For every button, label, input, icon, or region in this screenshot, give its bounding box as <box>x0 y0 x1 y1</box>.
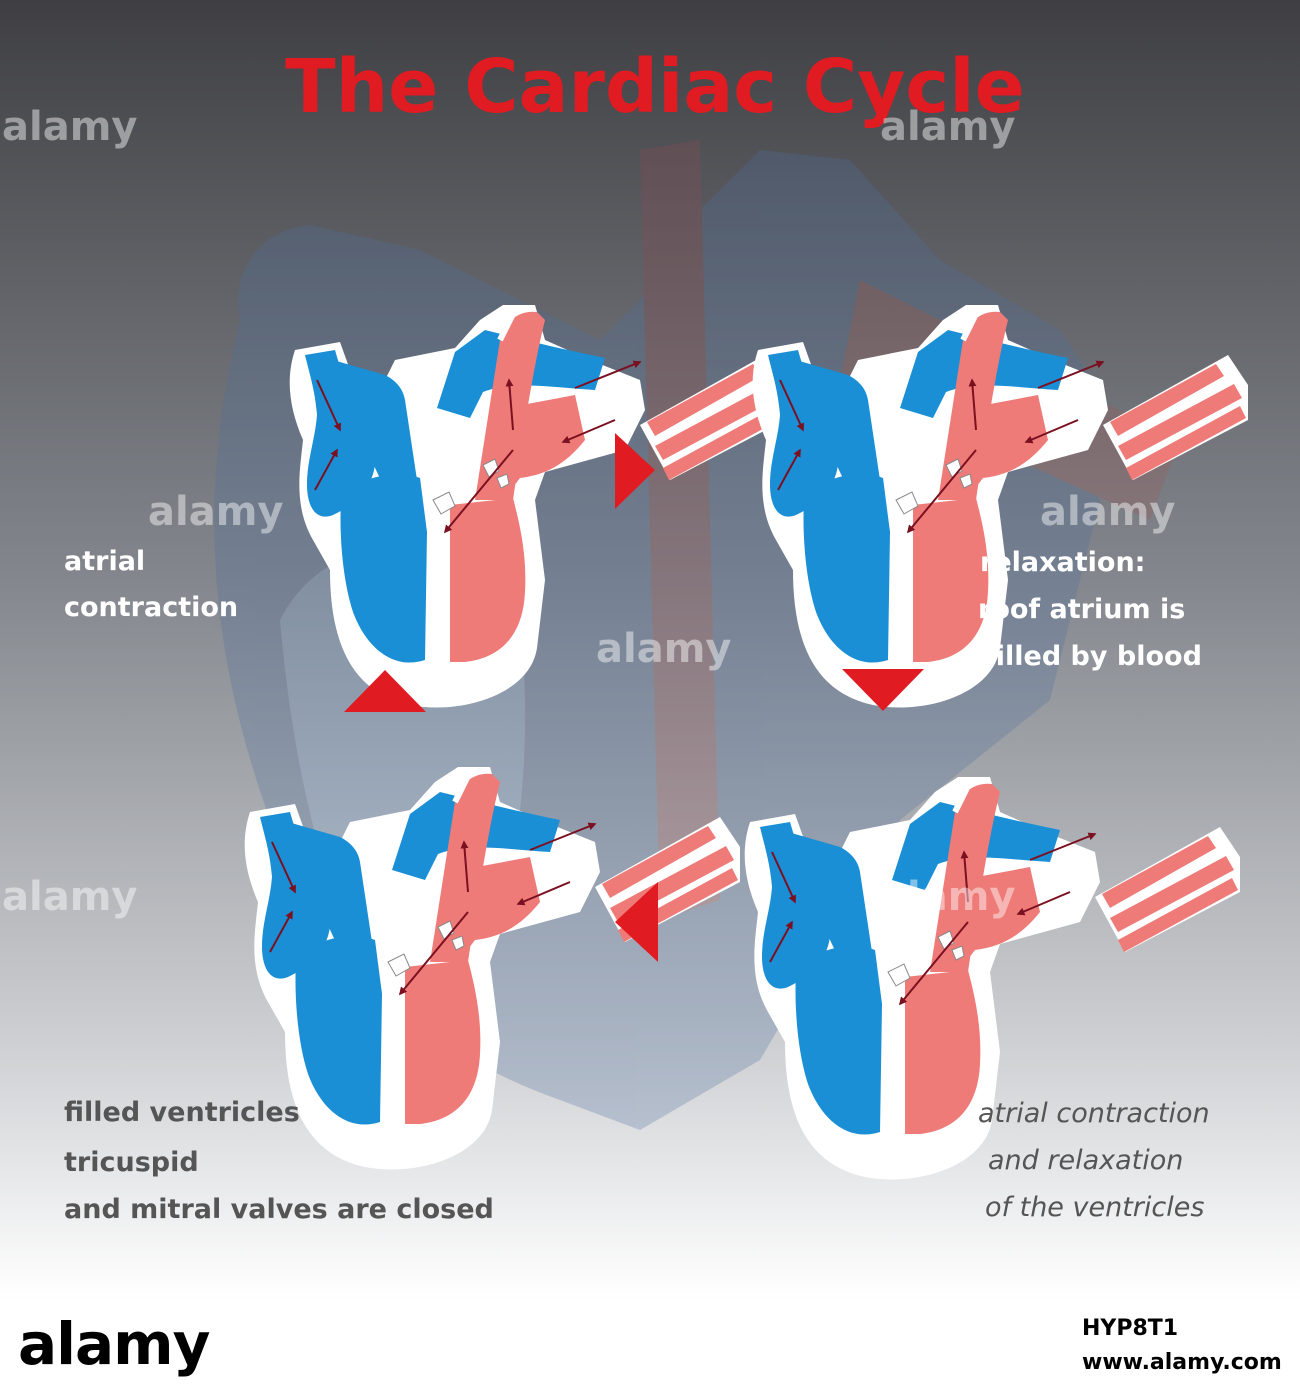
label-atrial-contraction: atrial contraction <box>64 546 238 623</box>
cardiac-cycle-diagram: The Cardiac Cycle atrial contraction rel… <box>0 0 1300 1300</box>
label-line: roof atrium is <box>978 594 1185 625</box>
background-gradient <box>0 0 1300 1300</box>
cycle-arrow-down <box>842 669 924 711</box>
stock-image-id: HYP8T1 <box>1082 1316 1179 1341</box>
label-line: and relaxation <box>988 1145 1183 1176</box>
watermark-text: alamy <box>596 626 731 672</box>
alamy-logo: alamy <box>18 1310 210 1378</box>
watermark-text: alamy <box>880 874 1015 920</box>
label-line: tricuspid <box>64 1147 199 1178</box>
label-filled-ventricles: filled ventricles tricuspid and mitral v… <box>64 1097 494 1225</box>
label-line: and mitral valves are closed <box>64 1194 494 1225</box>
label-relaxation: relaxation: roof atrium is filled by blo… <box>978 547 1202 672</box>
watermark-layer: alamy alamy alamy alamy alamy alamy alam… <box>2 104 1175 920</box>
cycle-arrow-up <box>344 670 426 712</box>
label-line: atrial contraction <box>978 1098 1210 1129</box>
watermark-text: alamy <box>880 104 1015 150</box>
watermark-text: alamy <box>2 104 137 150</box>
label-line: relaxation: <box>980 547 1145 578</box>
stock-site-url: www.alamy.com <box>1082 1350 1282 1375</box>
cycle-arrow-left <box>615 882 658 962</box>
label-line: filled by blood <box>985 641 1202 672</box>
label-line: atrial <box>64 546 145 577</box>
watermark-text: alamy <box>148 489 283 535</box>
label-atrial-contraction-ventricle-relaxation: atrial contraction and relaxation of the… <box>978 1098 1210 1223</box>
label-line: filled ventricles <box>64 1097 300 1128</box>
watermark-text: alamy <box>1040 489 1175 535</box>
cycle-arrow-right <box>615 433 655 509</box>
stock-footer: alamy HYP8T1 www.alamy.com <box>0 1300 1300 1390</box>
page-title: The Cardiac Cycle <box>285 44 1025 130</box>
watermark-text: alamy <box>2 874 137 920</box>
label-line: contraction <box>64 592 238 623</box>
label-line: of the ventricles <box>985 1192 1204 1223</box>
